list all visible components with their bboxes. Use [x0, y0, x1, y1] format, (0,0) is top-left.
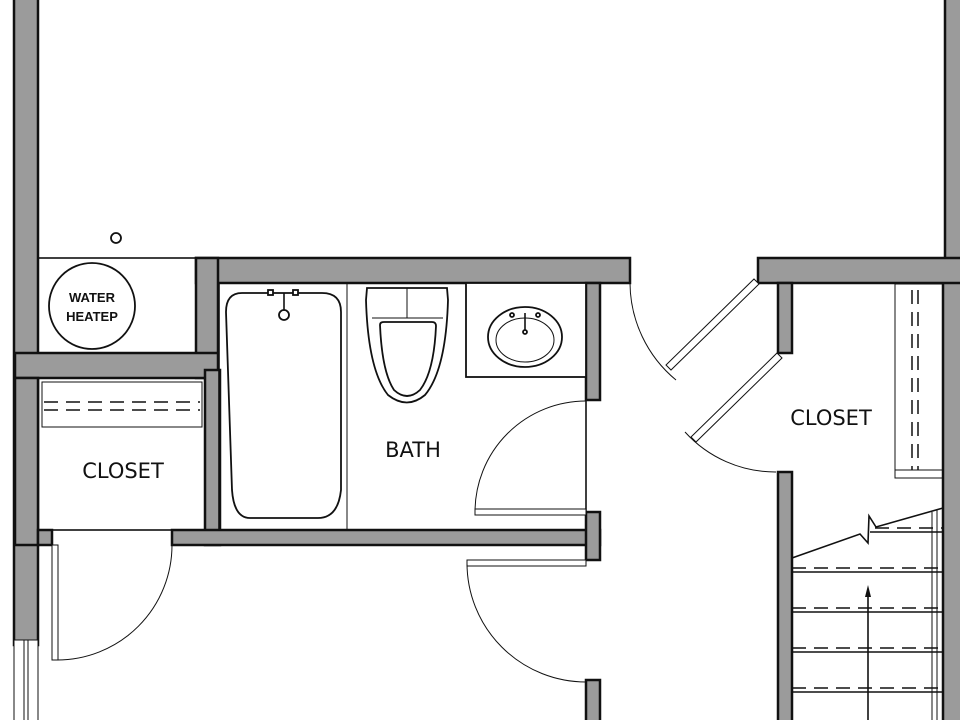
bathtub-icon — [225, 289, 342, 519]
water-heater-label-1: WATER — [69, 290, 116, 305]
bathroom: BATH — [218, 282, 587, 531]
closet-right: CLOSET — [790, 283, 944, 479]
drain-icon — [110, 232, 122, 244]
closet-left-door[interactable] — [51, 544, 173, 661]
hall-door[interactable] — [629, 278, 760, 381]
bath-door[interactable] — [474, 400, 587, 516]
closet-left-label: CLOSET — [82, 459, 164, 483]
water-heater-closet — [37, 257, 197, 354]
water-heater: WATER HEATEP — [48, 262, 136, 350]
closet-left: CLOSET — [37, 377, 206, 531]
closet-right-door[interactable] — [684, 352, 783, 473]
bedroom-door[interactable] — [466, 559, 587, 683]
window-left — [13, 639, 39, 720]
closet-right-label: CLOSET — [790, 406, 872, 430]
water-heater-label-2: HEATEP — [66, 309, 118, 324]
stairs — [791, 507, 944, 720]
stair-arrow-icon — [865, 585, 871, 720]
sink-icon — [465, 282, 587, 378]
toilet-icon — [365, 287, 449, 404]
bath-label: BATH — [385, 438, 441, 462]
walls — [12, 0, 960, 720]
